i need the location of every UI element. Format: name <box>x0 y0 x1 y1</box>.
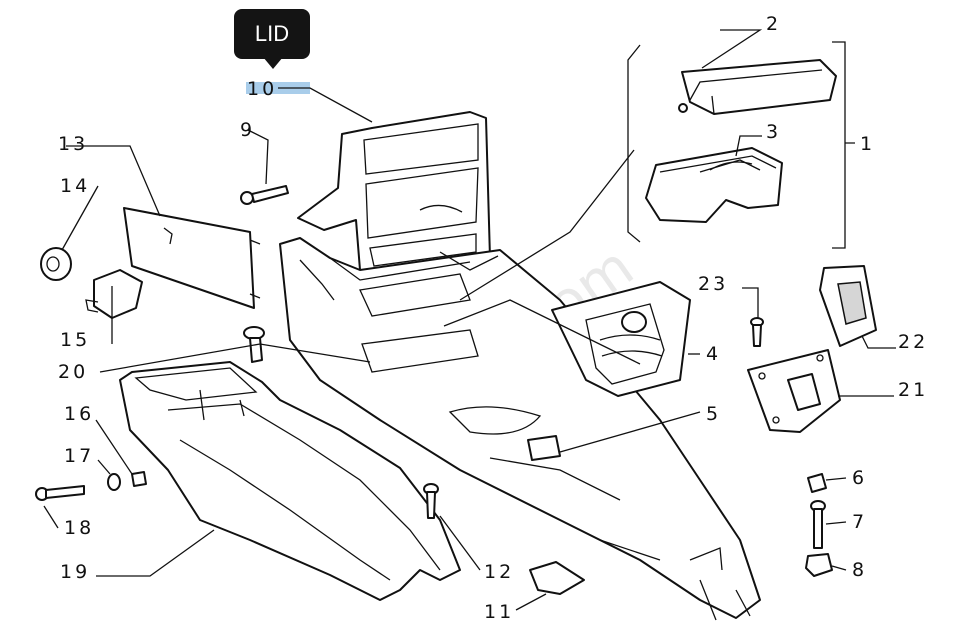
part-small-clip-5[interactable] <box>527 435 561 461</box>
tooltip-pointer <box>263 57 283 69</box>
callout-17[interactable]: 17 <box>64 445 94 467</box>
part-rubber-plug[interactable] <box>40 247 72 281</box>
part-main-console[interactable] <box>279 237 761 621</box>
callout-23[interactable]: 23 <box>698 273 728 295</box>
part-side-panel[interactable] <box>123 207 261 309</box>
callout-labels: 2 3 1 10 9 13 14 15 20 23 4 22 21 5 6 7 … <box>58 13 928 623</box>
part-switch-plate[interactable] <box>747 349 841 433</box>
callout-6[interactable]: 6 <box>852 467 867 489</box>
part-lid[interactable] <box>678 59 837 115</box>
callout-15[interactable]: 15 <box>60 329 90 351</box>
part-washer-17[interactable] <box>107 473 121 491</box>
callout-7[interactable]: 7 <box>852 511 867 533</box>
part-switch[interactable] <box>819 265 877 347</box>
part-bump-stop[interactable] <box>85 269 143 319</box>
part-screw-23[interactable] <box>750 317 764 347</box>
part-console-bezel[interactable] <box>297 111 491 277</box>
part-screw-9[interactable] <box>240 185 289 205</box>
callout-9[interactable]: 9 <box>240 119 255 141</box>
part-bolt-7[interactable] <box>810 500 826 549</box>
part-nut-6[interactable] <box>807 473 827 493</box>
callout-12[interactable]: 12 <box>484 561 514 583</box>
callout-18[interactable]: 18 <box>64 517 94 539</box>
callout-14[interactable]: 14 <box>60 175 90 197</box>
tooltip-text: LID <box>254 21 290 46</box>
part-screw-12[interactable] <box>423 483 439 519</box>
callout-20[interactable]: 20 <box>58 361 88 383</box>
callout-1[interactable]: 1 <box>860 133 875 155</box>
group-bracket-left <box>627 44 641 243</box>
part-lower-frame[interactable] <box>119 361 461 601</box>
callout-21[interactable]: 21 <box>898 379 928 401</box>
callout-16[interactable]: 16 <box>64 403 94 425</box>
callout-11[interactable]: 11 <box>484 601 514 623</box>
part-gear-boot[interactable] <box>551 281 691 397</box>
callout-19[interactable]: 19 <box>60 561 90 583</box>
callout-3[interactable]: 3 <box>766 121 781 143</box>
callout-5[interactable]: 5 <box>706 403 721 425</box>
callout-2[interactable]: 2 <box>766 13 781 35</box>
part-washer-8[interactable] <box>805 553 833 577</box>
callout-8[interactable]: 8 <box>852 559 867 581</box>
hover-tooltip: LID <box>234 9 310 59</box>
part-ashtray[interactable] <box>645 147 783 223</box>
callout-4[interactable]: 4 <box>706 343 721 365</box>
group-bracket-right <box>832 41 855 249</box>
part-nut-16[interactable] <box>131 471 147 487</box>
part-bolt-18[interactable] <box>35 485 85 501</box>
callout-13[interactable]: 13 <box>58 133 88 155</box>
callout-10[interactable]: 10 <box>247 78 277 100</box>
part-clip-11[interactable] <box>529 561 585 595</box>
callout-22[interactable]: 22 <box>898 331 928 353</box>
leader-lines <box>43 29 896 611</box>
